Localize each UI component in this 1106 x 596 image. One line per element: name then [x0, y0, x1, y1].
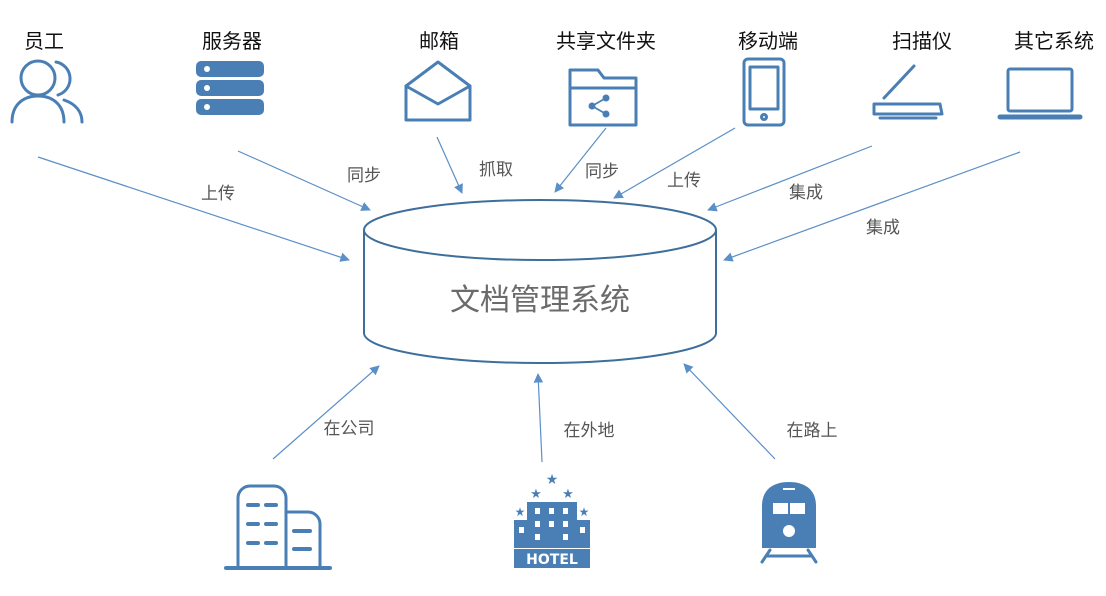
source-label-scanner: 扫描仪: [892, 29, 952, 53]
svg-text:★: ★: [530, 487, 542, 502]
envelope-icon: [404, 60, 472, 122]
svg-text:★: ★: [546, 472, 559, 488]
mobile-phone-icon: [742, 57, 786, 127]
office-building-icon: [224, 484, 332, 570]
svg-text:★: ★: [515, 505, 526, 519]
edge-label-employee: 上传: [201, 184, 235, 204]
source-label-shared-folder: 共享文件夹: [556, 29, 656, 53]
hotel-icon-text: HOTEL: [526, 552, 578, 568]
edge-label-mail: 抓取: [479, 160, 513, 180]
arrow-office: [272, 365, 380, 460]
arrow-shared-folder: [554, 127, 607, 193]
source-label-employee: 员工: [24, 29, 64, 53]
arrow-server: [237, 150, 371, 211]
user-group-icon: [10, 59, 84, 124]
svg-text:★: ★: [579, 505, 590, 519]
edge-label-other-systems: 集成: [866, 218, 900, 238]
arrow-mobile: [613, 127, 736, 199]
source-label-mobile: 移动端: [738, 29, 798, 53]
source-label-other-systems: 其它系统: [1014, 29, 1094, 53]
arrow-mail: [436, 136, 463, 194]
train-icon: [760, 482, 818, 564]
arrow-away: [533, 373, 544, 463]
scanner-icon: [872, 64, 944, 120]
bottom-arrows: [272, 363, 776, 463]
source-label-server: 服务器: [202, 29, 262, 53]
source-labels: 员工 服务器 邮箱 共享文件夹 移动端 扫描仪 其它系统: [24, 29, 1094, 53]
arrow-employee: [37, 156, 350, 262]
edge-label-server: 同步: [347, 166, 381, 186]
top-arrows: [37, 127, 1021, 262]
top-edge-labels: 上传 同步 抓取 同步 上传 集成 集成: [201, 160, 900, 238]
svg-text:★: ★: [562, 487, 574, 502]
arrow-scanner: [707, 145, 873, 212]
document-management-system: 文档管理系统: [363, 199, 717, 364]
edge-label-road: 在路上: [787, 421, 838, 441]
laptop-icon: [997, 67, 1083, 120]
bottom-edge-labels: 在公司 在外地 在路上: [324, 419, 838, 441]
edge-label-mobile: 上传: [667, 171, 701, 191]
server-icon: [196, 61, 264, 115]
shared-folder-icon: [568, 68, 638, 127]
edge-label-shared-folder: 同步: [585, 162, 619, 182]
edge-label-scanner: 集成: [789, 183, 823, 203]
center-label: 文档管理系统: [450, 283, 630, 318]
arrow-road: [683, 363, 776, 460]
edge-label-office: 在公司: [324, 419, 375, 439]
edge-label-away: 在外地: [564, 421, 615, 441]
arrow-other-systems: [723, 151, 1021, 262]
source-label-mail: 邮箱: [419, 29, 459, 53]
hotel-icon: ★ ★ ★ ★ ★ HOTEL: [514, 472, 590, 568]
